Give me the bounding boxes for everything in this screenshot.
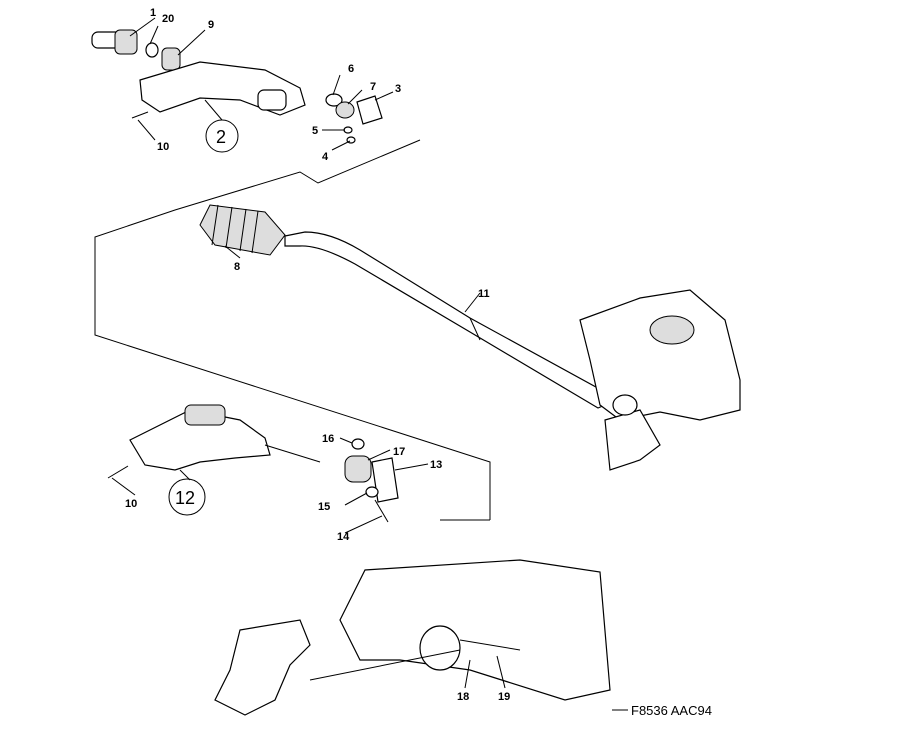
engine-block — [339, 559, 611, 701]
callout-11: 11 — [478, 288, 490, 300]
gear-lever-housing-upper — [91, 29, 306, 119]
callout-12: 12 — [175, 488, 195, 508]
callout-leaders — [111, 17, 628, 711]
gearbox-housing — [579, 289, 741, 471]
drawing-code: F8536 AAC94 — [631, 703, 712, 718]
mounting-parts-lower — [344, 438, 399, 523]
callout-14: 14 — [337, 531, 350, 543]
callout-15: 15 — [318, 501, 330, 513]
callout-7: 7 — [370, 81, 376, 93]
callout-16: 16 — [322, 433, 334, 445]
callout-10-lower: 10 — [125, 498, 137, 510]
callout-19: 19 — [498, 691, 510, 703]
callout-10-upper: 10 — [157, 141, 169, 153]
callout-4: 4 — [322, 151, 329, 163]
gear-lever-housing-lower — [107, 404, 321, 479]
assembly-circle-12 — [168, 478, 206, 516]
callout-9: 9 — [208, 19, 214, 31]
callout-6: 6 — [348, 63, 354, 75]
rubber-boot — [199, 204, 286, 256]
callout-2: 2 — [216, 127, 226, 147]
gear-lever-housing-installed — [214, 619, 461, 716]
callout-8: 8 — [234, 261, 240, 273]
callout-3: 3 — [395, 83, 401, 95]
callout-1: 1 — [150, 7, 156, 19]
callout-18: 18 — [457, 691, 469, 703]
callout-5: 5 — [312, 125, 318, 137]
mounting-parts-upper — [325, 93, 383, 144]
callout-17: 17 — [393, 446, 405, 458]
assembly-circle-2 — [205, 119, 239, 153]
callout-20: 20 — [162, 13, 174, 25]
gear-shift-rod — [284, 231, 613, 409]
callout-13: 13 — [430, 459, 442, 471]
group-boundary-line — [94, 139, 491, 520]
